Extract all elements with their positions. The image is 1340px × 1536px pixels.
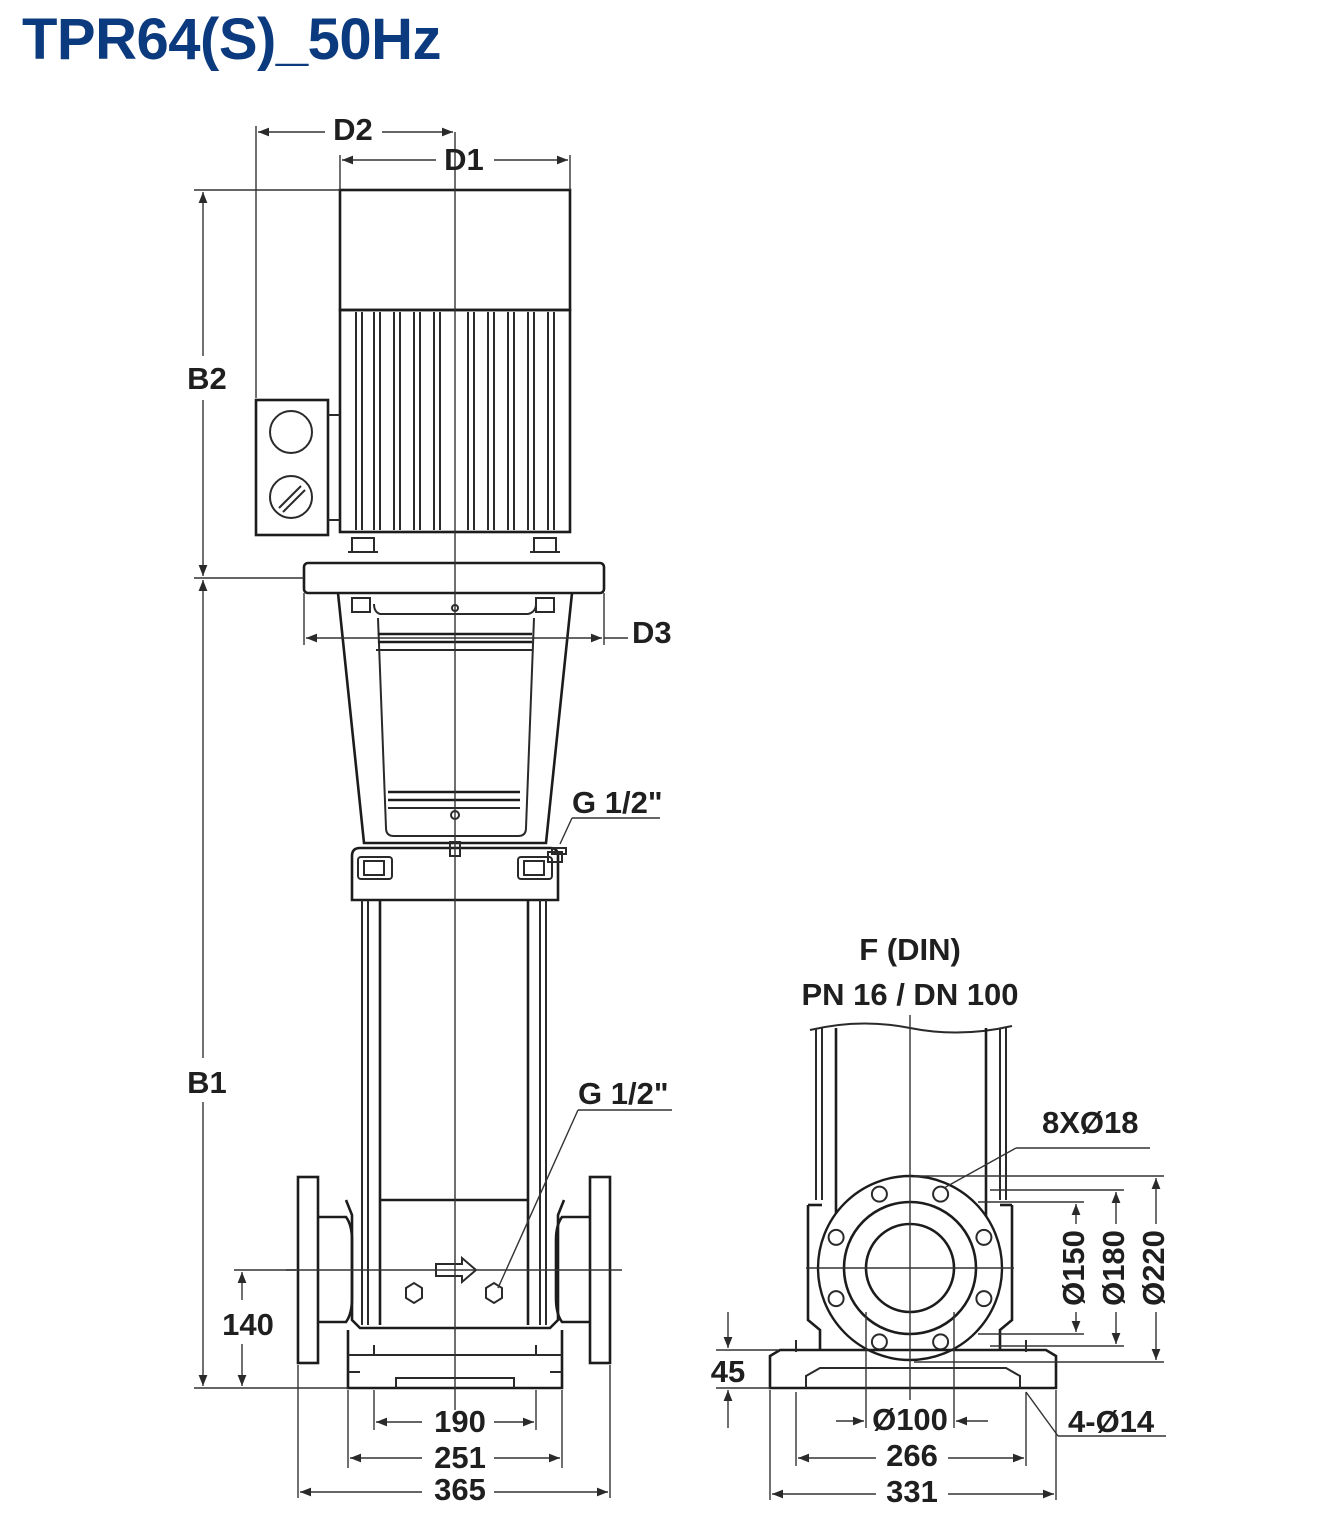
label-dia180: Ø180 (1096, 1230, 1131, 1306)
label-bolt-holes: 8XØ18 (1042, 1105, 1139, 1140)
front-view (254, 132, 622, 1410)
terminal-box-cap-icon (269, 410, 313, 454)
drain-plug-icon (405, 1281, 423, 1305)
label-g-lower: G 1/2" (578, 1076, 669, 1111)
side-view: F (DIN) PN 16 / DN 100 (768, 932, 1058, 1400)
label-45: 45 (711, 1354, 745, 1389)
label-flange-standard: F (DIN) (859, 932, 961, 967)
front-dimensions: D2 D1 D3 B2 B1 140 G 1/2" (187, 112, 672, 1507)
terminal-box (254, 398, 330, 537)
motor-flange (302, 561, 606, 595)
label-d3: D3 (632, 615, 672, 650)
label-dia100: Ø100 (872, 1402, 948, 1437)
pump-head (350, 841, 567, 902)
label-190: 190 (434, 1404, 486, 1439)
label-266: 266 (886, 1438, 938, 1473)
label-dia150: Ø150 (1056, 1230, 1091, 1306)
label-b2: B2 (187, 361, 227, 396)
label-b1: B1 (187, 1065, 227, 1100)
label-331: 331 (886, 1474, 938, 1509)
label-g-upper: G 1/2" (572, 785, 663, 820)
cable-gland-icon (269, 475, 313, 519)
label-140: 140 (222, 1307, 274, 1342)
side-dimensions: 8XØ18 Ø150 Ø180 Ø220 45 Ø100 4-Ø (711, 1105, 1171, 1509)
motor-cooling-fins (355, 312, 555, 530)
label-365: 365 (434, 1472, 486, 1507)
label-dia220: Ø220 (1136, 1230, 1171, 1306)
page-title: TPR64(S)_50Hz (22, 7, 441, 72)
priming-plug-icon (485, 1281, 503, 1305)
tie-rods (361, 900, 547, 1325)
label-flange-rating: PN 16 / DN 100 (801, 977, 1018, 1012)
label-foot-holes: 4-Ø14 (1068, 1404, 1155, 1439)
label-251: 251 (434, 1440, 486, 1475)
vent-plug-icon (547, 847, 567, 863)
pump-base (296, 1175, 612, 1390)
flow-direction-arrow-icon (435, 1255, 478, 1285)
label-d2: D2 (333, 112, 373, 147)
label-d1: D1 (444, 142, 484, 177)
